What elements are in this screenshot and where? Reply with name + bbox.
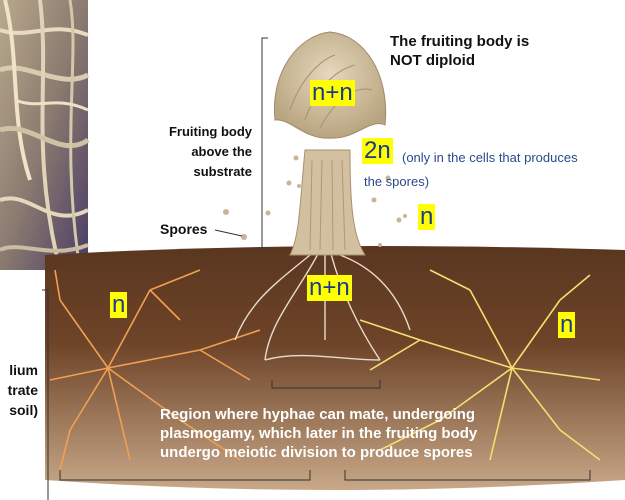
spores-label: Spores — [160, 221, 208, 237]
twoN-note-line2: the spores) — [364, 174, 430, 189]
bottom-bracket-right — [344, 470, 591, 481]
ploidy-spore: n — [418, 203, 436, 230]
fruiting-note-line1: The fruiting body is — [390, 33, 530, 50]
bottom-bracket-left — [59, 470, 311, 481]
mycelium-label-line1: lium — [9, 362, 38, 378]
spores-pointer — [214, 229, 243, 237]
mycelium-label-line2: trate — [7, 382, 38, 398]
region-bracket — [271, 380, 381, 389]
spores-falling — [223, 155, 407, 247]
fruiting-body-label-line1: Fruiting body — [168, 124, 252, 139]
fruiting-body-label-line2: above the — [191, 144, 252, 159]
region-note-line3: undergo meiotic division to produce spor… — [160, 444, 473, 461]
region-note-line2: plasmogamy, which later in the fruiting … — [160, 425, 478, 442]
fruiting-body-bracket — [261, 37, 268, 249]
ploidy-right: n — [558, 311, 576, 338]
mycelium-bracket — [42, 289, 49, 500]
left-mycelium — [49, 269, 261, 471]
mycelium-label: lium trate soil) — [0, 360, 38, 420]
ploidy-stalk: 2n — [362, 137, 393, 164]
fruiting-note-line2: NOT diploid — [390, 52, 475, 69]
mating-region-note: Region where hyphae can mate, undergoing… — [160, 405, 580, 462]
ploidy-cap: n+n — [310, 79, 355, 106]
right-mycelium — [359, 269, 601, 461]
ploidy-left: n — [110, 291, 128, 318]
twoN-note-line1: (only in the cells that produces — [402, 150, 578, 165]
hyphae-micrograph — [0, 0, 90, 271]
fruiting-body-label: Fruiting body above the substrate — [148, 122, 252, 182]
ploidy-center: n+n — [307, 274, 352, 301]
mycelium-label-line3: soil) — [9, 402, 38, 418]
fruiting-body-label-line3: substrate — [193, 164, 252, 179]
region-note-line1: Region where hyphae can mate, undergoing — [160, 406, 476, 423]
fruiting-body-note: The fruiting body is NOT diploid — [390, 32, 529, 70]
